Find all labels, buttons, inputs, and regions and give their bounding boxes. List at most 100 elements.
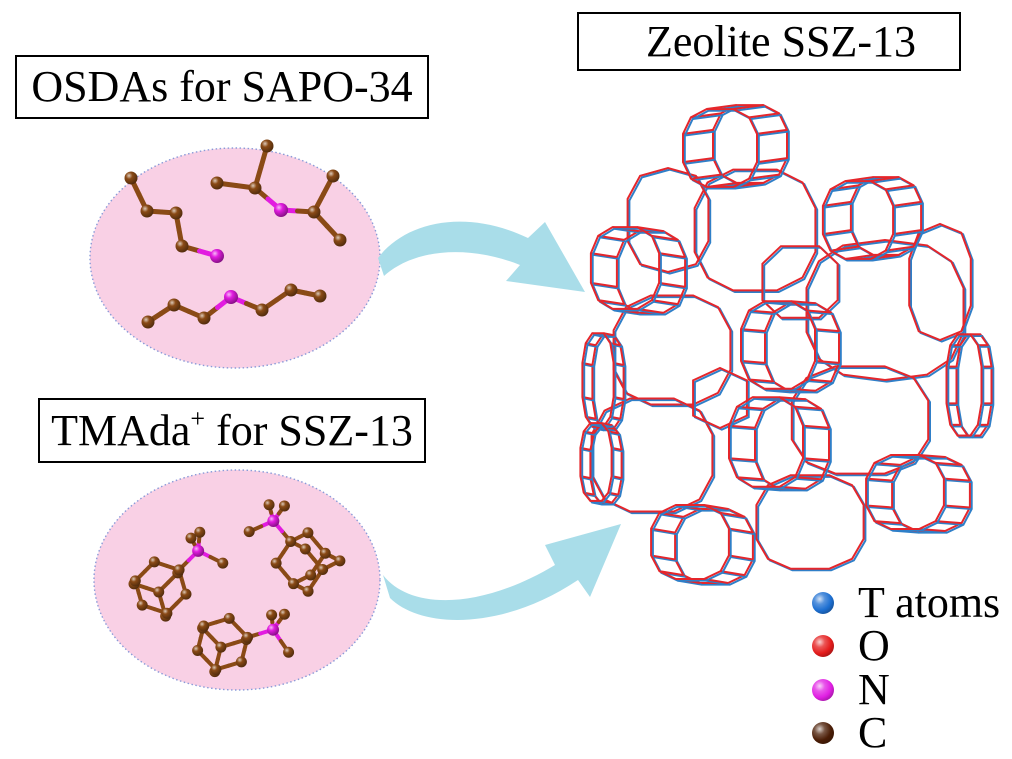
carbon-atom: [235, 656, 247, 668]
osda-molecule: [141, 283, 327, 329]
arrow-sapo-to-zeolite: [378, 221, 585, 292]
carbon-atom: [260, 139, 274, 153]
carbon-atom: [307, 205, 321, 219]
legend-item-c: C: [810, 708, 1000, 758]
carbon-atom: [210, 176, 224, 190]
carbon-atom: [215, 641, 227, 653]
carbon-atom: [278, 500, 290, 512]
framework-cage: [693, 168, 819, 293]
carbon-atom: [197, 311, 211, 325]
carbon-atom: [192, 645, 204, 657]
carbon-atom: [263, 499, 275, 511]
framework-cage: [755, 474, 867, 572]
tmada-molecule: [192, 608, 295, 678]
carbon-atom: [317, 564, 329, 576]
carbon-atom: [266, 609, 278, 621]
ssz13-osda-bubble: [93, 469, 381, 691]
carbon-atom: [173, 564, 185, 576]
legend-item-t-atoms: T atoms: [810, 577, 1001, 627]
magenta-sphere-icon: [812, 678, 834, 701]
carbon-atom: [148, 556, 160, 568]
carbon-atom: [141, 315, 155, 329]
legend-label: O: [858, 621, 890, 671]
framework-prism: [650, 504, 756, 586]
framework-prism: [589, 226, 688, 316]
carbon-atom: [198, 620, 210, 632]
framework-cage: [761, 245, 841, 321]
framework-prism: [728, 396, 832, 492]
tmada-molecule: [243, 499, 346, 597]
zeolite-label: Zeolite SSZ-13: [645, 16, 917, 66]
carbon-atom: [333, 233, 347, 247]
sapo34-osda-label: OSDAs for SAPO-34: [31, 62, 413, 111]
carbon-atom: [217, 557, 229, 569]
framework-prism: [740, 300, 842, 394]
carbon-atom: [180, 588, 192, 600]
carbon-atom: [243, 526, 255, 538]
carbon-atom: [283, 646, 295, 658]
carbon-atom: [302, 527, 314, 539]
carbon-atom: [284, 283, 298, 297]
carbon-atom: [167, 298, 181, 312]
carbon-atom: [140, 204, 154, 218]
ssz13-osda-title: TMAda+ for SSZ-13: [38, 398, 426, 463]
carbon-atom: [334, 555, 346, 567]
blue-sphere-icon: [812, 591, 834, 614]
carbon-atom: [326, 169, 340, 183]
carbon-atom: [124, 171, 138, 185]
carbon-atom: [270, 557, 282, 569]
legend-label: T atoms: [858, 577, 1001, 627]
carbon-atom: [278, 608, 290, 620]
carbon-atom: [153, 586, 165, 598]
nitrogen-atom: [267, 623, 280, 636]
carbon-atom: [129, 575, 141, 587]
framework-prism: [865, 454, 973, 534]
framework-cage: [692, 366, 750, 431]
sapo34-osda-molecules: [124, 139, 347, 329]
legend-label: C: [858, 708, 888, 758]
carbon-atom: [169, 206, 183, 220]
ssz13-target-label: for SSZ-13: [205, 405, 413, 455]
tmada-molecule: [128, 526, 229, 622]
carbon-atom: [299, 543, 311, 555]
carbon-atom: [194, 526, 206, 538]
carbon-atom: [242, 631, 254, 643]
nitrogen-atom: [267, 514, 280, 527]
zeolite-title: Zeolite SSZ-13: [577, 12, 961, 71]
carbon-atom: [319, 547, 331, 559]
nitrogen-atom: [274, 203, 288, 217]
carbon-atom: [248, 181, 262, 195]
atom-legend: T atoms O N C: [810, 577, 1001, 758]
framework-prism: [821, 176, 924, 262]
framework-cage: [908, 222, 974, 343]
arrow-tmada-to-zeolite: [383, 524, 621, 620]
sapo34-osda-title: OSDAs for SAPO-34: [15, 55, 429, 119]
carbon-atom: [136, 599, 148, 611]
carbon-atom: [210, 664, 222, 676]
carbon-atom: [287, 578, 299, 590]
tmada-molecules: [128, 499, 346, 678]
carbon-atom: [161, 607, 173, 619]
carbon-atom: [255, 303, 269, 317]
nitrogen-atom: [224, 290, 238, 304]
osda-molecule: [124, 171, 224, 263]
carbon-atom: [285, 535, 297, 547]
framework-prism: [945, 333, 995, 439]
legend-label: N: [858, 664, 890, 714]
framework-prism: [682, 104, 790, 190]
carbon-atom: [223, 612, 235, 624]
tmada-label: TMAda: [51, 405, 191, 455]
cation-charge-label: +: [190, 403, 206, 433]
carbon-atom: [185, 532, 197, 544]
osda-molecule: [210, 139, 347, 247]
ssz13-osda-label: TMAda+ for SSZ-13: [51, 405, 413, 455]
framework-cage: [805, 238, 967, 383]
nitrogen-atom: [210, 249, 224, 263]
framework-prism: [579, 422, 625, 506]
zeolite-framework: [579, 104, 995, 586]
legend-item-o: O: [810, 621, 1000, 671]
carbon-atom: [302, 585, 314, 597]
legend-item-n: N: [810, 664, 1000, 714]
